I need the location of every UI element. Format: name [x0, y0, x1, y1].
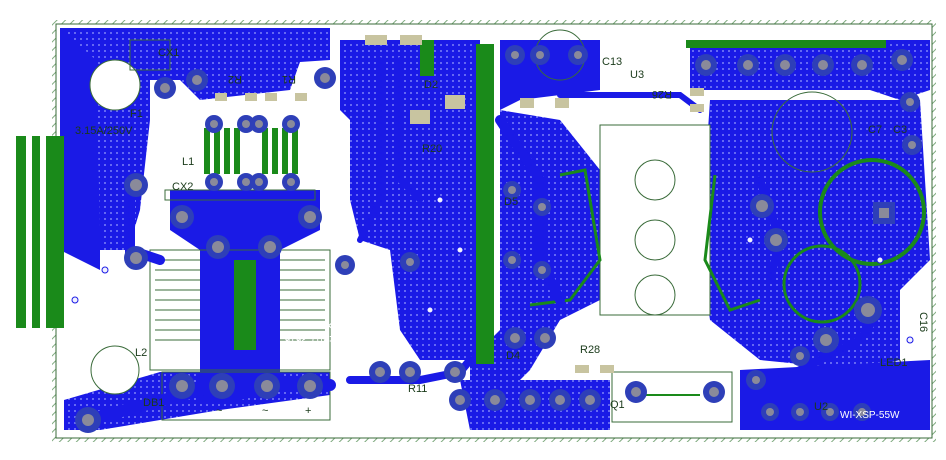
l2-winding-lines: [155, 259, 325, 341]
l2-outline: [149, 249, 331, 371]
label-d5: D5: [504, 196, 518, 208]
copper-pour-right: [700, 100, 930, 370]
bottom-trace-spine: [476, 44, 494, 364]
label-db1: DB1: [143, 397, 164, 409]
label-u3: U3: [630, 69, 644, 81]
label-q1: Q1: [610, 399, 625, 411]
label-c13: C13: [602, 56, 622, 68]
label-c7: C7: [868, 124, 882, 136]
c7-outline: [771, 91, 853, 173]
label-cx2: CX2: [172, 181, 193, 193]
label-fuse-rating: 3.15A/250V: [75, 125, 133, 137]
label-d4: D4: [506, 350, 520, 362]
label-r26: R26: [652, 88, 672, 100]
mount-hole-2: [634, 219, 676, 261]
c16-outline: [782, 244, 862, 324]
label-led1: LED1: [880, 357, 908, 369]
mount-hole-1: [634, 159, 676, 201]
label-plus: +: [305, 405, 311, 417]
copper-pour-center: [340, 40, 480, 360]
connector-gap-2: [40, 136, 46, 328]
transformer-secondary-trace: [703, 174, 761, 312]
label-revision: REV:A0 C3616: [284, 333, 352, 344]
label-c16: C16: [917, 312, 929, 332]
label-board-name-2: WI-XSP-55W: [840, 410, 900, 421]
label-l2: L2: [135, 347, 147, 359]
label-ac-2: ~: [262, 405, 268, 417]
cx2-outline: [164, 189, 316, 201]
through-hole-pads: [75, 45, 922, 433]
common-mode-choke-windings: [204, 128, 298, 174]
label-board-name: WI-XSP-55W: [288, 319, 348, 330]
label-f1: F1: [130, 108, 143, 120]
q1-outline: [611, 371, 733, 423]
cx1-outline: [129, 39, 171, 71]
label-r11: R11: [408, 383, 427, 395]
smd-pads: [215, 35, 704, 373]
copper-pour-left-edge: [60, 28, 100, 270]
connector-gap-1: [26, 136, 32, 328]
label-d2: D2: [424, 79, 438, 91]
bottom-trace-block: [234, 260, 256, 350]
label-cx1: CX1: [158, 47, 179, 59]
label-r2: R2: [228, 73, 242, 85]
label-r28: R28: [580, 344, 600, 356]
vias: [71, 196, 914, 344]
mount-hole-3: [634, 274, 676, 316]
c3-outline: [818, 158, 926, 266]
l2-mount-outline: [90, 345, 140, 395]
label-ac-1: ~: [216, 405, 222, 417]
label-r1: R1: [282, 73, 296, 85]
bottom-trace-top-right: [686, 40, 886, 48]
fuse-outline: [89, 59, 141, 111]
label-c3: C3: [893, 124, 907, 136]
label-u2: U2: [814, 401, 828, 413]
label-l1: L1: [182, 156, 194, 168]
label-r20: R20: [422, 143, 442, 155]
bottom-trace-d2: [420, 40, 434, 76]
